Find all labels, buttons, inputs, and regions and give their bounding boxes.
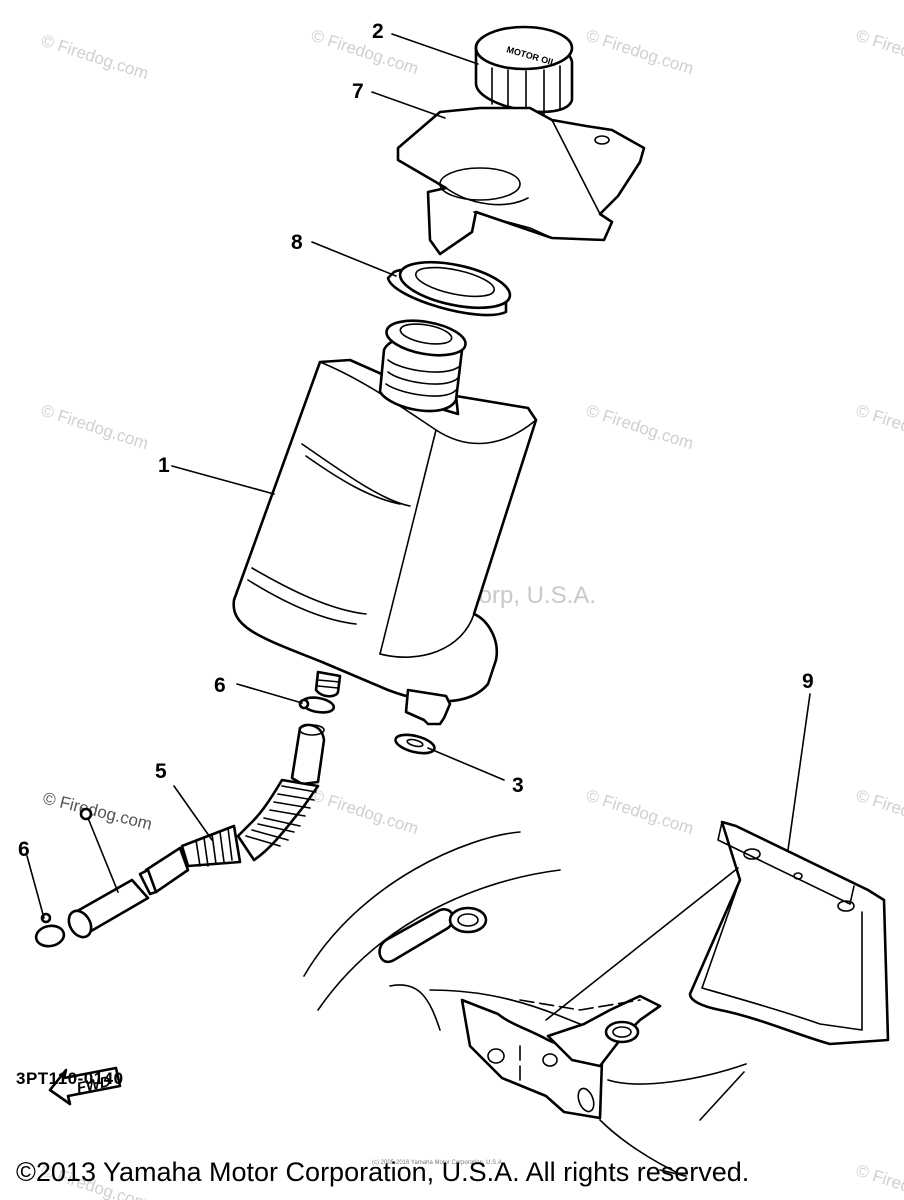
- fwd-arrow: FWD: [48, 1066, 122, 1106]
- part-9-bracket: [688, 820, 890, 1046]
- callouts: 2 7 8 1 6 3 5 6 9: [18, 20, 814, 861]
- watermark-firedog: © Firedog.com: [584, 786, 696, 839]
- watermark-firedog: © Firedog.com: [584, 401, 696, 454]
- part-8-grommet: [386, 260, 512, 317]
- part-6-clip-upper: [298, 696, 336, 714]
- callout-2: 2: [372, 20, 384, 43]
- part-5-hose: [138, 723, 326, 896]
- watermark-firedog: © Firedog.com: [309, 26, 421, 79]
- part-6-clip-lower: [34, 912, 66, 948]
- watermark-firedog: © Firedog.com: [309, 786, 421, 839]
- watermark-firedog: © Firedog.com: [854, 26, 904, 79]
- copyright-notice: ©2013 Yamaha Motor Corporation, U.S.A. A…: [16, 1157, 750, 1187]
- part-4-pipe: [67, 807, 150, 939]
- callout-9: 9: [802, 670, 814, 693]
- callout-8: 8: [291, 231, 303, 254]
- watermark-firedog: © Firedog.com: [854, 786, 904, 839]
- part-2-cap: MOTOR OIL: [474, 25, 574, 117]
- callout-5: 5: [155, 760, 167, 783]
- fine-print: (c) 2005-2016 Yamaha Motor Corporation, …: [372, 1160, 504, 1166]
- watermark-firedog: © Firedog.com: [39, 31, 151, 84]
- part-1-oil-tank: [232, 319, 538, 726]
- callout-3: 3: [512, 774, 524, 797]
- callout-1: 1: [158, 454, 170, 477]
- watermark-firedog-dark: © Firedog.com: [41, 788, 154, 833]
- leader-lines: [26, 33, 811, 1021]
- callout-6-lower: 6: [18, 838, 30, 861]
- callout-7: 7: [352, 80, 364, 103]
- part-7-bracket: [396, 106, 646, 256]
- watermark-firedog: © Firedog.com: [584, 26, 696, 79]
- watermark-firedog: © Firedog.com: [854, 401, 904, 454]
- diagram-code: 3PT110-0140: [16, 1069, 124, 1088]
- watermark-firedog: © Firedog.com: [39, 401, 151, 454]
- frame: [303, 831, 747, 1177]
- part-3-washer: [394, 733, 436, 755]
- callout-6-upper: 6: [214, 674, 226, 697]
- fwd-label: FWD: [75, 1073, 112, 1097]
